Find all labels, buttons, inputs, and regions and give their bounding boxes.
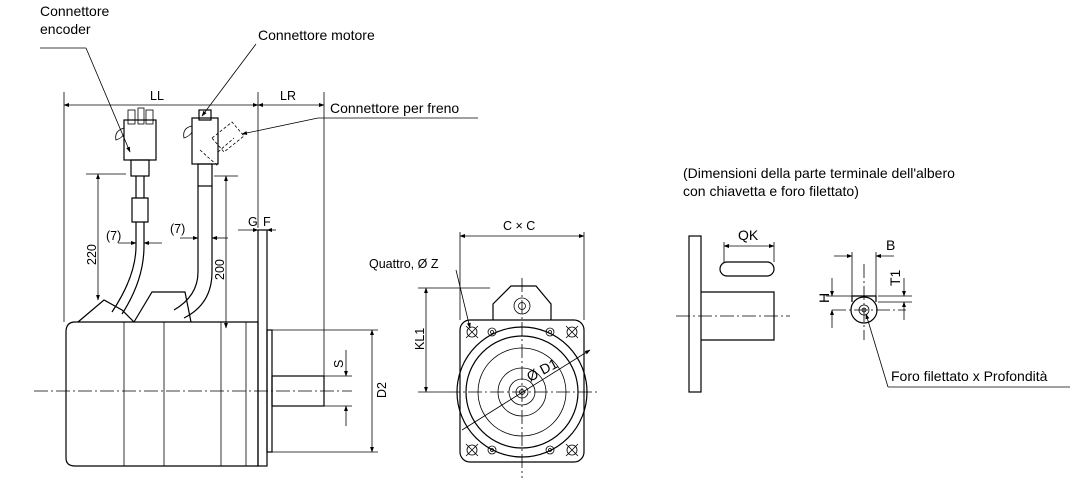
encoder-cable: [111, 176, 149, 315]
label-encoder-connector-line1: Connettore: [40, 3, 109, 19]
dim-QK: QK: [738, 227, 759, 243]
dim-B: B: [886, 237, 895, 253]
dim-G: G: [248, 215, 258, 229]
label-four-holes: Quattro, Ø Z: [369, 257, 439, 271]
connector-base: [77, 299, 135, 323]
label-tapped-hole: Foro filettato x Profondità: [891, 368, 1048, 384]
detail-flange: [688, 235, 702, 393]
label-motor-connector: Connettore motore: [258, 27, 375, 43]
dim-200: 200: [213, 259, 227, 280]
brake-connector: [199, 121, 245, 167]
motor-body-outline: [65, 321, 259, 467]
dim-LR: LR: [280, 89, 296, 103]
motor-connector: [183, 109, 219, 187]
connector-base: [133, 291, 192, 323]
dim-LL: LL: [150, 89, 164, 103]
dim-220: 220: [85, 244, 99, 265]
detail-keyway: [719, 261, 775, 277]
flange: [257, 229, 268, 467]
label-brake-connector: Connettore per freno: [330, 100, 459, 116]
dim-S: S: [332, 360, 346, 368]
shaft-end-detail: (Dimensioni della parte terminale dell'a…: [676, 165, 1070, 393]
dim-T1: T1: [887, 269, 903, 286]
front-connector-housing: [492, 285, 552, 320]
motor-cable: [173, 186, 213, 319]
label-encoder-connector-line2: encoder: [40, 21, 91, 37]
dim-H: H: [816, 293, 832, 303]
dim-CxC: C × C: [503, 219, 535, 233]
encoder-connector: [115, 107, 157, 177]
dim-F: F: [263, 215, 271, 229]
side-view: LL LR 220 200 (7) (7) G F S D2: [34, 3, 478, 467]
dim-KL1: KL1: [413, 328, 427, 350]
note-shaft-end-line2: con chiavetta e foro filettato): [683, 183, 859, 199]
dim-7-encoder: (7): [106, 229, 121, 243]
dim-7-motor: (7): [170, 222, 185, 236]
note-shaft-end-line1: (Dimensioni della parte terminale dell'a…: [683, 165, 955, 181]
mounting-holes: [465, 325, 579, 457]
front-view: C × C KL1 Quattro, Ø Z Ø D1: [369, 219, 598, 478]
dim-D2: D2: [375, 382, 389, 398]
